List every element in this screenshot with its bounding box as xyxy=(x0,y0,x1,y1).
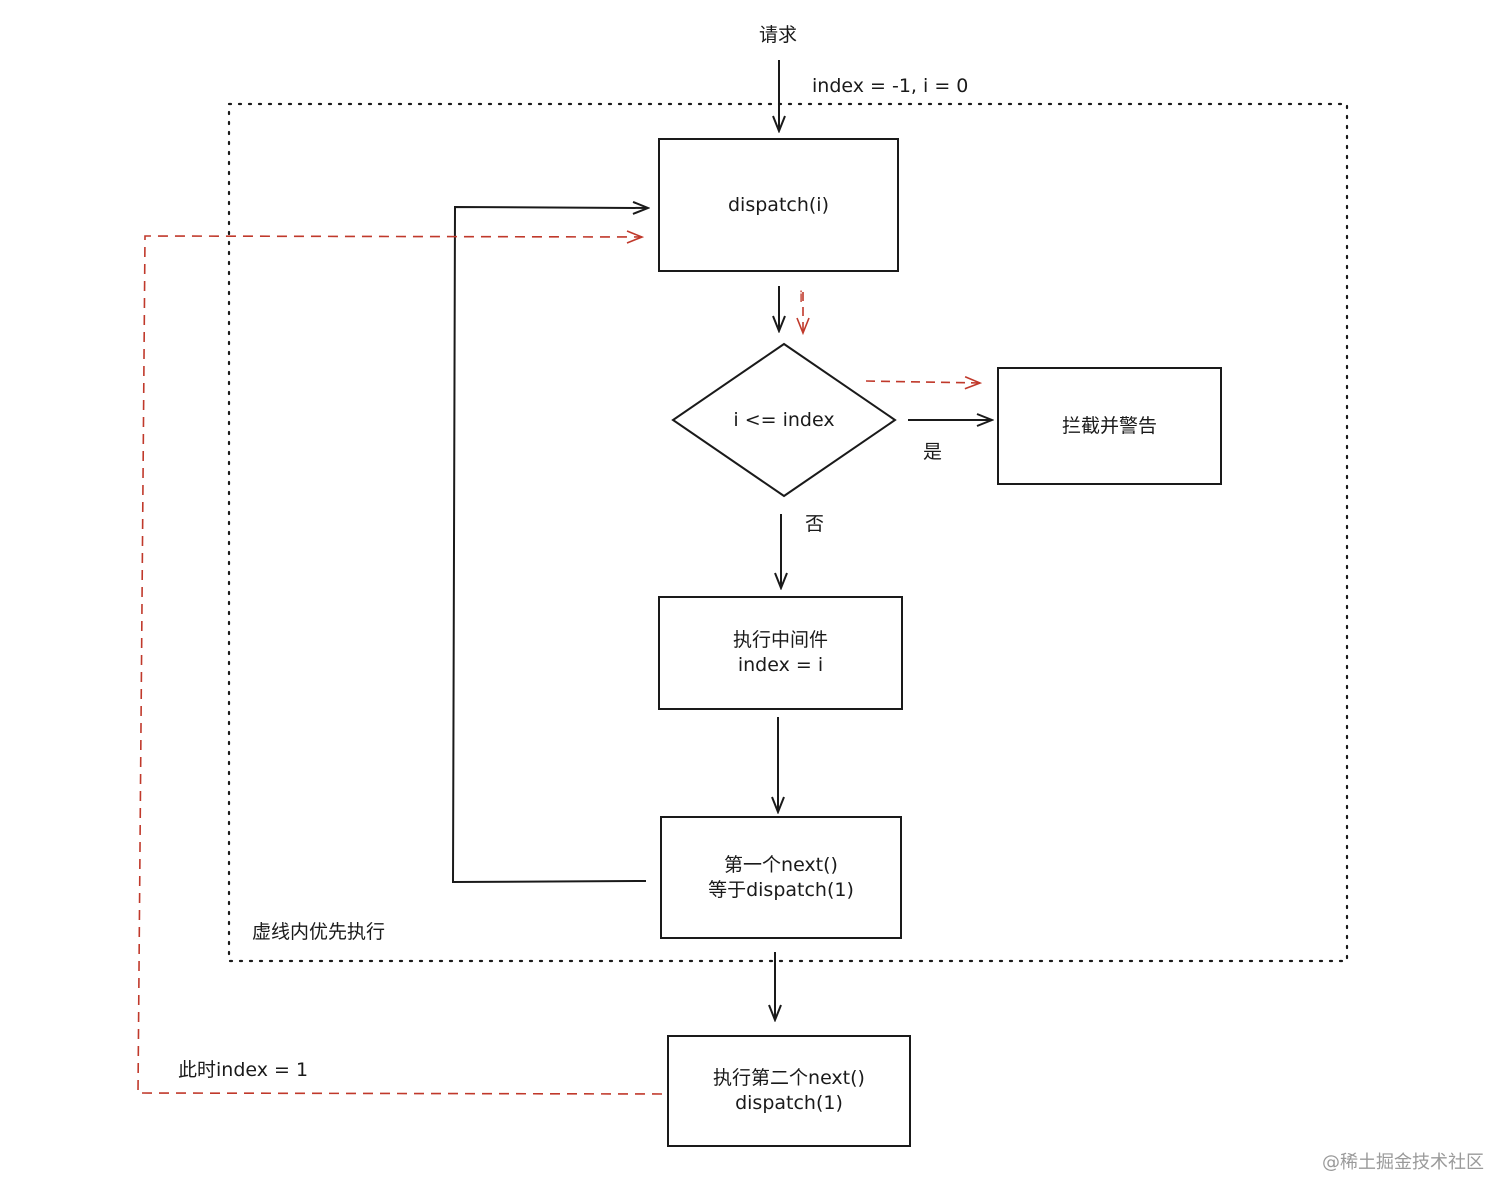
red-i-label: i xyxy=(799,288,804,306)
watermark: @稀土掘金技术社区 xyxy=(1322,1152,1484,1173)
dispatch-box xyxy=(658,138,899,272)
second-next-line2: dispatch(1) xyxy=(735,1092,843,1114)
exec-middleware-line1: 执行中间件 xyxy=(732,629,828,651)
dispatch-label: dispatch(i) xyxy=(659,139,898,271)
region-note-label: 虚线内优先执行 xyxy=(252,921,386,943)
red-arrow-condition-to-intercept xyxy=(865,381,980,383)
arrow-loop-back-to-dispatch xyxy=(451,207,648,884)
dispatch-text: dispatch(i) xyxy=(728,193,829,216)
second-next-line1: 执行第二个next() xyxy=(713,1067,865,1089)
condition-label: i <= index xyxy=(673,344,895,496)
intercept-label: 拦截并警告 xyxy=(998,368,1221,484)
request-label: 请求 xyxy=(759,24,798,46)
first-next-label: 第一个next() 等于dispatch(1) xyxy=(661,817,901,938)
second-next-label: 执行第二个next() dispatch(1) xyxy=(668,1036,910,1146)
init-values-label: index = -1, i = 0 xyxy=(812,75,969,97)
first-next-line2: 等于dispatch(1) xyxy=(708,878,854,901)
condition-diamond xyxy=(671,342,897,498)
condition-text: i <= index xyxy=(733,408,835,431)
yes-label: 是 xyxy=(923,441,943,463)
second-next-box xyxy=(667,1035,911,1147)
priority-region xyxy=(227,102,1349,963)
exec-middleware-line2: index = i xyxy=(737,654,824,676)
index-now-label: 此时index = 1 xyxy=(178,1059,309,1081)
first-next-box xyxy=(660,816,902,939)
exec-middleware-label: 执行中间件 index = i xyxy=(659,597,902,709)
exec-middleware-box xyxy=(658,596,903,710)
red-arrow-second-next-back-to-dispatch xyxy=(137,236,663,1095)
intercept-text: 拦截并警告 xyxy=(1061,414,1157,437)
intercept-box xyxy=(997,367,1222,485)
first-next-line1: 第一个next() xyxy=(724,853,838,876)
no-label: 否 xyxy=(805,513,825,535)
